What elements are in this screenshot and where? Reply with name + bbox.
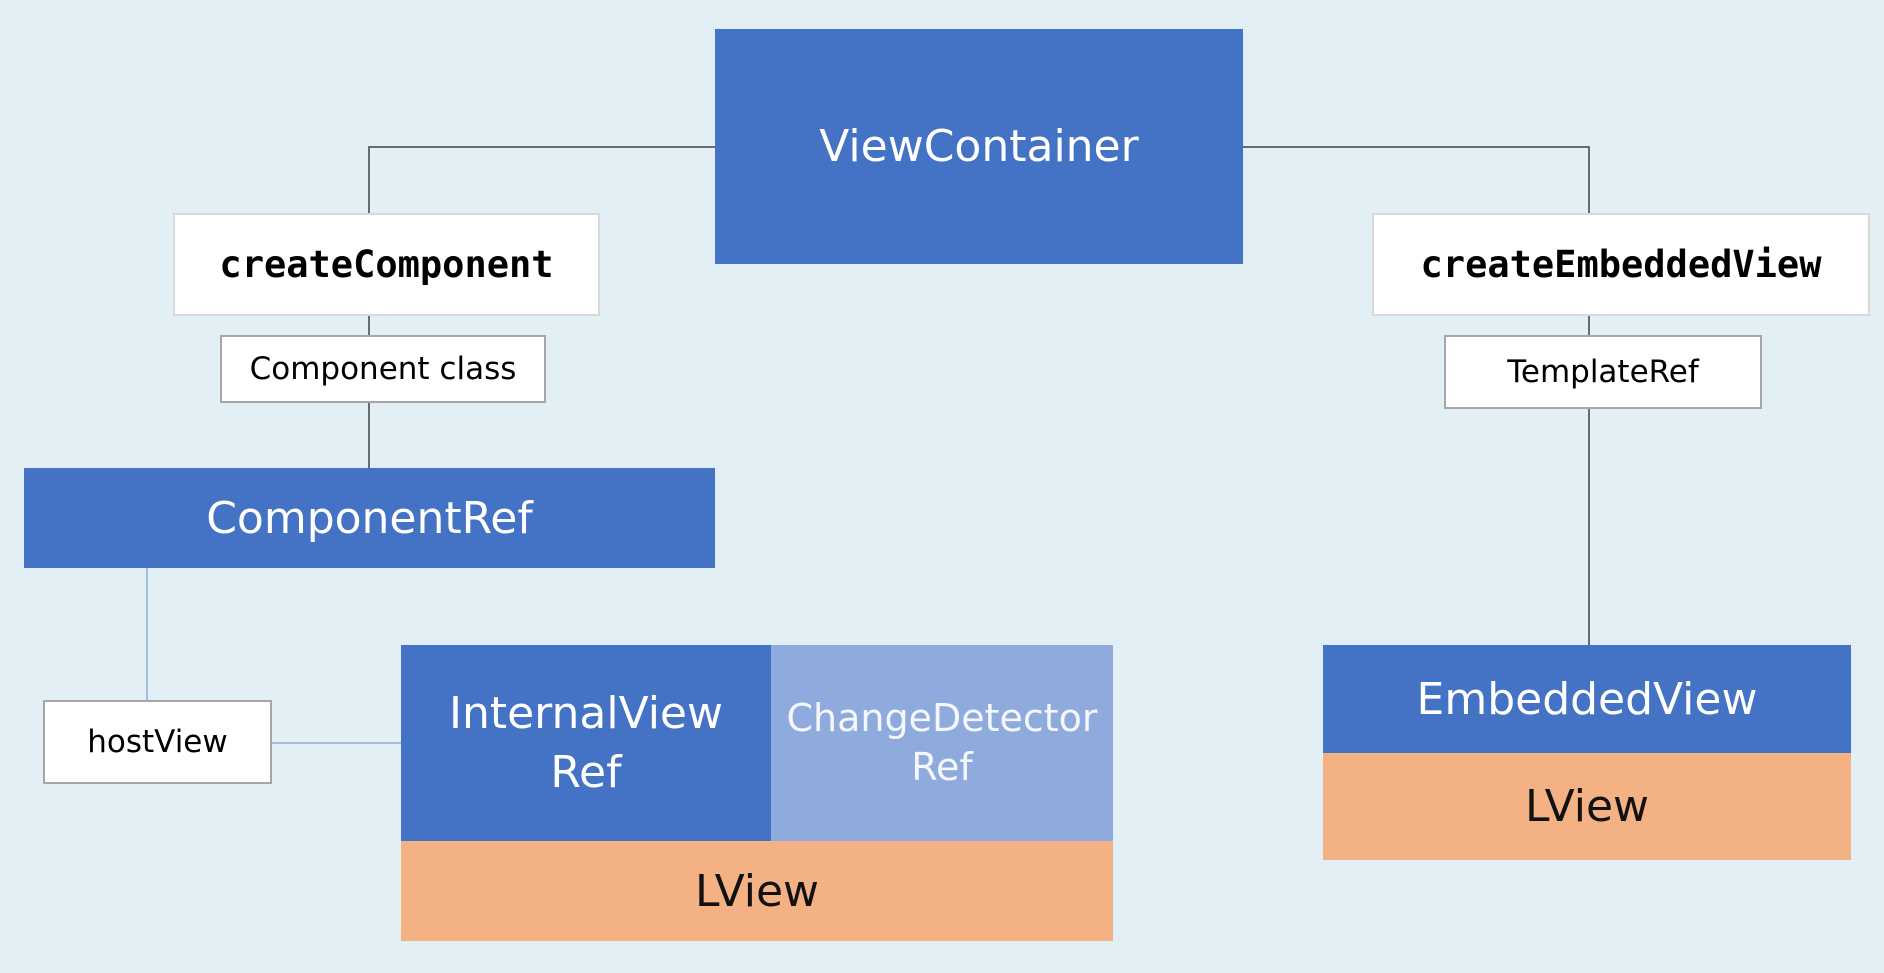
embedded-view-box: EmbeddedView xyxy=(1323,645,1851,753)
internal-view-ref-box: InternalView Ref xyxy=(401,645,771,841)
lview-box-component: LView xyxy=(401,841,1113,941)
component-ref-box: ComponentRef xyxy=(24,468,715,568)
template-ref-label: TemplateRef xyxy=(1444,335,1762,409)
connector-viewcontainer-to-createembeddedview xyxy=(1243,146,1590,213)
create-component-method: createComponent xyxy=(173,213,600,316)
connector-viewcontainer-to-createcomponent xyxy=(368,146,715,213)
view-container-box: ViewContainer xyxy=(715,29,1243,264)
host-view-label: hostView xyxy=(43,700,272,784)
lview-box-embedded: LView xyxy=(1323,753,1851,860)
component-class-label: Component class xyxy=(220,335,546,403)
create-embedded-view-method: createEmbeddedView xyxy=(1372,213,1870,316)
change-detector-ref-box: ChangeDetector Ref xyxy=(771,645,1113,841)
